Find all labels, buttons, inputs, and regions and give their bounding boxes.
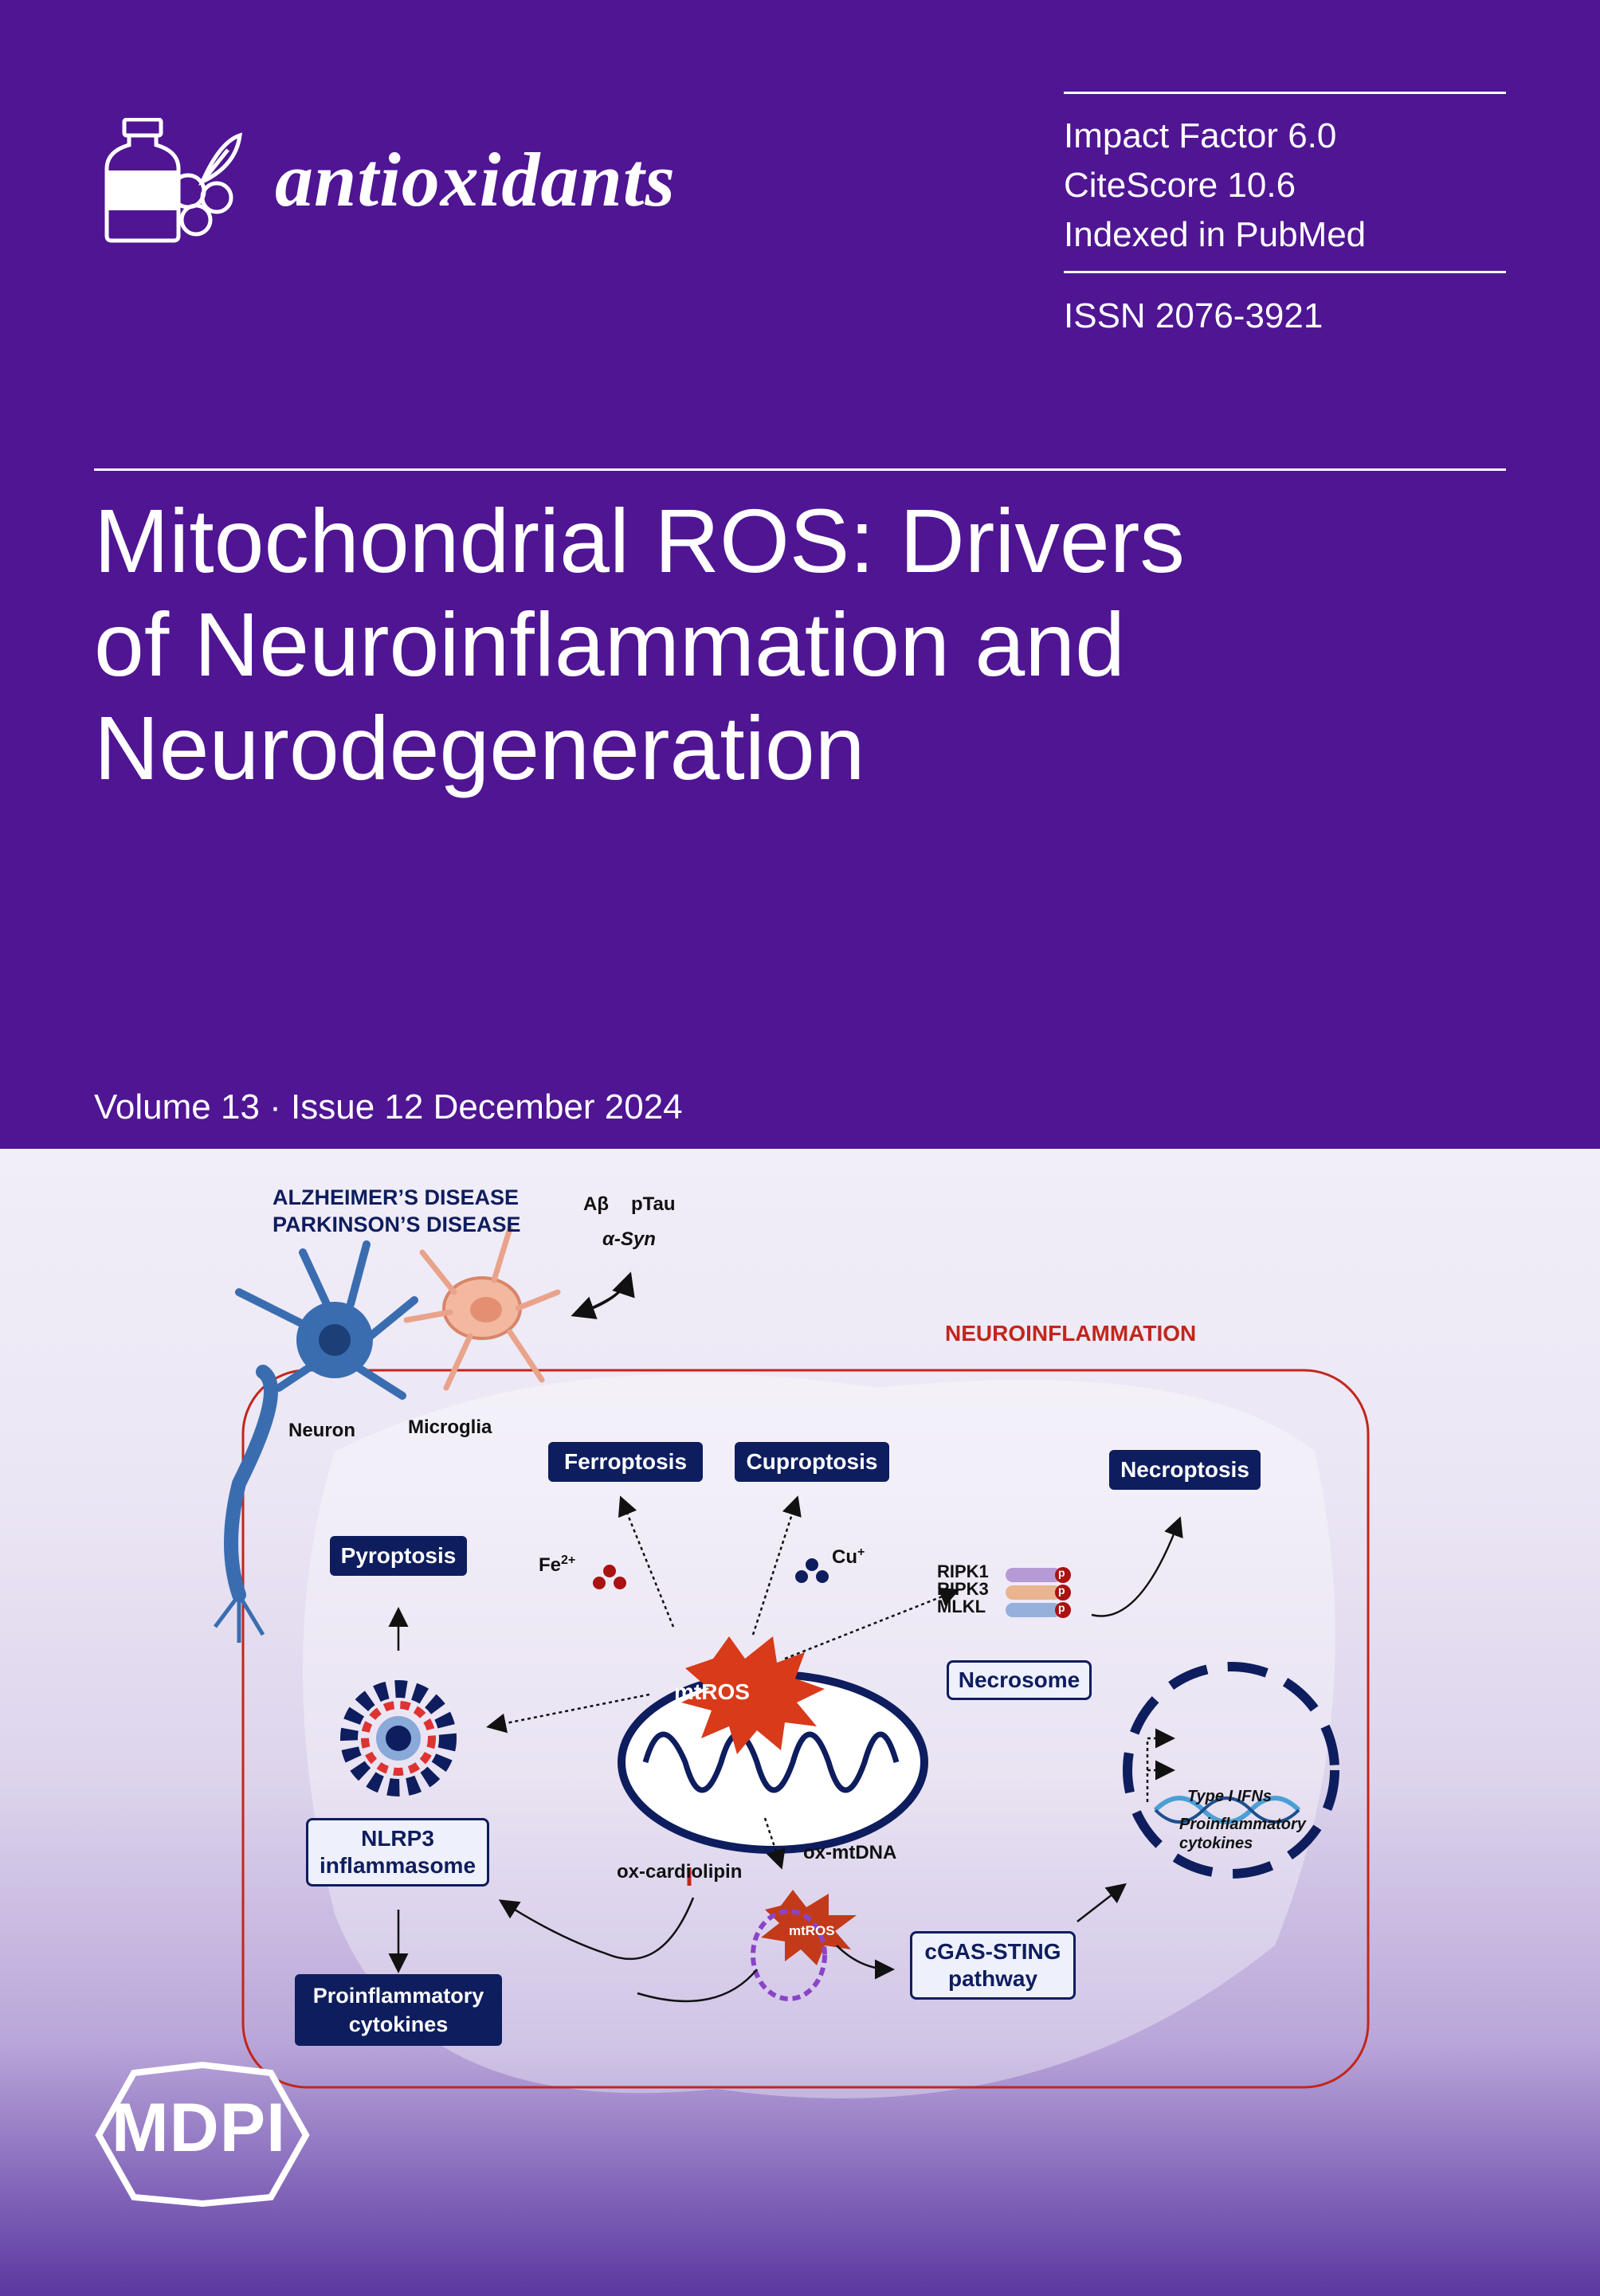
neuroinflammation-frame: [241, 1369, 1370, 2089]
antioxidants-logo-icon: [104, 118, 242, 243]
cytokines-line-2: cytokines: [348, 2012, 449, 2036]
label-asyn: α-Syn: [602, 1228, 656, 1250]
necrosome-kinases-icon: [1006, 1567, 1071, 1618]
fe-ions-icon: [593, 1565, 626, 1589]
impact-factor: Impact Factor 6.0: [1064, 116, 1337, 155]
cgas-line-2: pathway: [947, 1966, 1038, 1991]
cover-header-band: [0, 0, 1600, 1149]
label-neuron: Neuron: [288, 1420, 355, 1441]
output-cytokines-line-1: Proinflammatory: [1179, 1816, 1306, 1833]
kinase-ripk3: RIPK3: [937, 1579, 989, 1599]
neuron-icon: [214, 1240, 418, 1643]
nlrp3-line-2: inflammasome: [319, 1853, 476, 1878]
nlrp3-line-1: NLRP3: [361, 1826, 434, 1851]
microglia-icon: [403, 1225, 561, 1391]
phospho-labels: p p p: [1058, 1564, 1065, 1616]
fe-text: Fe: [539, 1554, 562, 1576]
ferroptosis-box: Ferroptosis: [548, 1442, 703, 1482]
ox-mtdna-label: ox-mtDNA: [803, 1842, 897, 1863]
nucleus-icon: [1123, 1662, 1339, 1879]
cytokines-line-1: Proinflammatory: [312, 1984, 484, 2008]
mtros-burst-icon: [681, 1636, 825, 1754]
output-cytokines-line-2: cytokines: [1179, 1835, 1253, 1852]
cu-charge: +: [857, 1546, 865, 1559]
metrics-top-rule: [1064, 92, 1506, 94]
kinase-ripk1: RIPK1: [937, 1561, 989, 1581]
figure-graphics: [214, 1225, 1370, 2098]
phospho-1: p: [1058, 1566, 1065, 1579]
label-abeta: Aβ: [583, 1193, 609, 1215]
cu-text: Cu: [832, 1546, 857, 1568]
cuproptosis-box: Cuproptosis: [735, 1442, 889, 1482]
nlrp3-inflammasome-icon: [340, 1680, 457, 1796]
disease-labels: ALZHEIMER’S DISEASE PARKINSON’S DISEASE: [273, 1184, 521, 1238]
output-type-i-ifns: Type I IFNs: [1187, 1788, 1272, 1805]
label-ptau: pTau: [631, 1193, 676, 1215]
issn: ISSN 2076-3921: [1064, 296, 1324, 335]
cgas-sting-box: cGAS-STING pathway: [910, 1931, 1076, 2000]
output-cytokines: Proinflammatory cytokines: [1179, 1815, 1306, 1853]
disease-alzheimers: ALZHEIMER’S DISEASE: [273, 1185, 520, 1209]
cover-title-line-2: of Neuroinflammation and: [94, 594, 1125, 695]
kinase-mlkl: MLKL: [937, 1597, 986, 1616]
mtros-small-label: mtROS: [789, 1923, 835, 1938]
nlrp3-inflammasome-box: NLRP3 inflammasome: [306, 1818, 489, 1887]
necroptosis-box: Necroptosis: [1109, 1450, 1261, 1490]
indexed-in: Indexed in PubMed: [1064, 215, 1367, 254]
title-rule: [94, 468, 1506, 471]
issue-line: Volume 13 · Issue 12 December 2024: [94, 1087, 683, 1126]
pyroptosis-box: Pyroptosis: [330, 1536, 467, 1576]
label-cu-ion: Cu+: [832, 1546, 865, 1569]
cover-title-line-1: Mitochondrial ROS: Drivers: [94, 491, 1185, 591]
dna-helix-icon: [1153, 1796, 1301, 1824]
ox-cardiolipin-label: ox-cardiolipin: [617, 1861, 743, 1883]
mdpi-logo-icon: [95, 2062, 310, 2207]
publisher-name: MDPI: [112, 2090, 286, 2166]
label-fe-ion: Fe2+: [539, 1554, 575, 1577]
journal-name: antioxidants: [275, 137, 676, 222]
cu-ions-icon: [795, 1558, 829, 1583]
mtdna-loop-icon: [751, 1909, 827, 2001]
necrosome-box: Necrosome: [947, 1660, 1092, 1700]
citescore: CiteScore 10.6: [1064, 166, 1296, 205]
proinflammatory-cytokines-box: Proinflammatory cytokines: [295, 1974, 502, 2046]
phospho-3: p: [1058, 1601, 1065, 1614]
kinase-labels: RIPK1 RIPK3 MLKL: [937, 1563, 989, 1616]
cover-title-line-3: Neurodegeneration: [94, 698, 865, 798]
mtros-label: mtROS: [674, 1679, 750, 1704]
neuroinflammation-heading: NEUROINFLAMMATION: [945, 1321, 1197, 1346]
disease-parkinsons: PARKINSON’S DISEASE: [273, 1213, 521, 1236]
cover-title: Mitochondrial ROS: Drivers of Neuroinfla…: [94, 489, 1449, 800]
label-microglia: Microglia: [408, 1416, 492, 1438]
metrics-mid-rule: [1064, 271, 1506, 273]
phospho-2: p: [1058, 1584, 1065, 1597]
mtros-small-burst-icon: [761, 1890, 857, 1965]
cgas-line-1: cGAS-STING: [924, 1939, 1061, 1964]
fe-charge: 2+: [561, 1554, 576, 1567]
